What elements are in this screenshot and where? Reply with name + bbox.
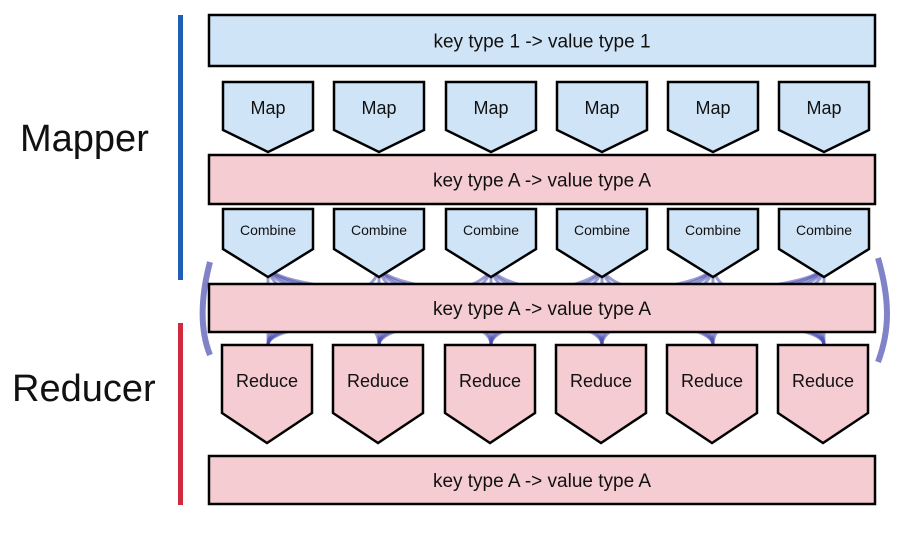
reduce-3-label: Reduce [459,371,521,391]
combine-4-label: Combine [574,222,630,238]
map-3-label: Map [473,98,508,118]
map-4-box [555,80,649,154]
mapper-bracket [178,15,183,280]
combine-4-box [555,207,649,279]
band-1-box [207,13,877,68]
band-2-label: key type A -> value type A [433,171,651,192]
map-5-box [666,80,760,154]
map-2-box [332,80,426,154]
map-2-label: Map [361,98,396,118]
reduce-6-box [776,343,870,445]
combine-2-box [332,207,426,279]
reduce-3-box [443,343,537,445]
reduce-1-box [220,343,314,445]
combine-3-box [444,207,538,279]
reduce-2-label: Reduce [347,371,409,391]
reduce-2-box [331,343,425,445]
reduce-4-box [554,343,648,445]
reduce-4-label: Reduce [570,371,632,391]
combine-3-label: Combine [463,222,519,238]
combine-5-box [666,207,760,279]
band-2-box [207,153,877,206]
map-1-box [221,80,315,154]
reduce-5-label: Reduce [681,371,743,391]
reducer-label: Reducer [12,368,156,410]
band-3-box [207,282,877,334]
combine-5-label: Combine [685,222,741,238]
band-1-label: key type 1 -> value type 1 [433,32,650,53]
map-1-label: Map [250,98,285,118]
map-6-label: Map [806,98,841,118]
band-4-box [207,454,877,506]
combine-2-label: Combine [351,222,407,238]
reduce-6-label: Reduce [792,371,854,391]
map-4-label: Map [584,98,619,118]
combine-1-label: Combine [240,222,296,238]
map-6-box [777,80,871,154]
reduce-1-label: Reduce [236,371,298,391]
reduce-5-box [665,343,759,445]
map-5-label: Map [695,98,730,118]
combine-1-box [221,207,315,279]
combine-6-label: Combine [796,222,852,238]
band-3-label: key type A -> value type A [433,299,651,320]
band-4-label: key type A -> value type A [433,471,651,492]
shuffle-line [875,257,890,364]
combine-6-box [777,207,871,279]
reducer-bracket [178,323,183,505]
mapper-label: Mapper [20,118,149,160]
map-3-box [444,80,538,154]
shuffle-line [199,261,213,357]
